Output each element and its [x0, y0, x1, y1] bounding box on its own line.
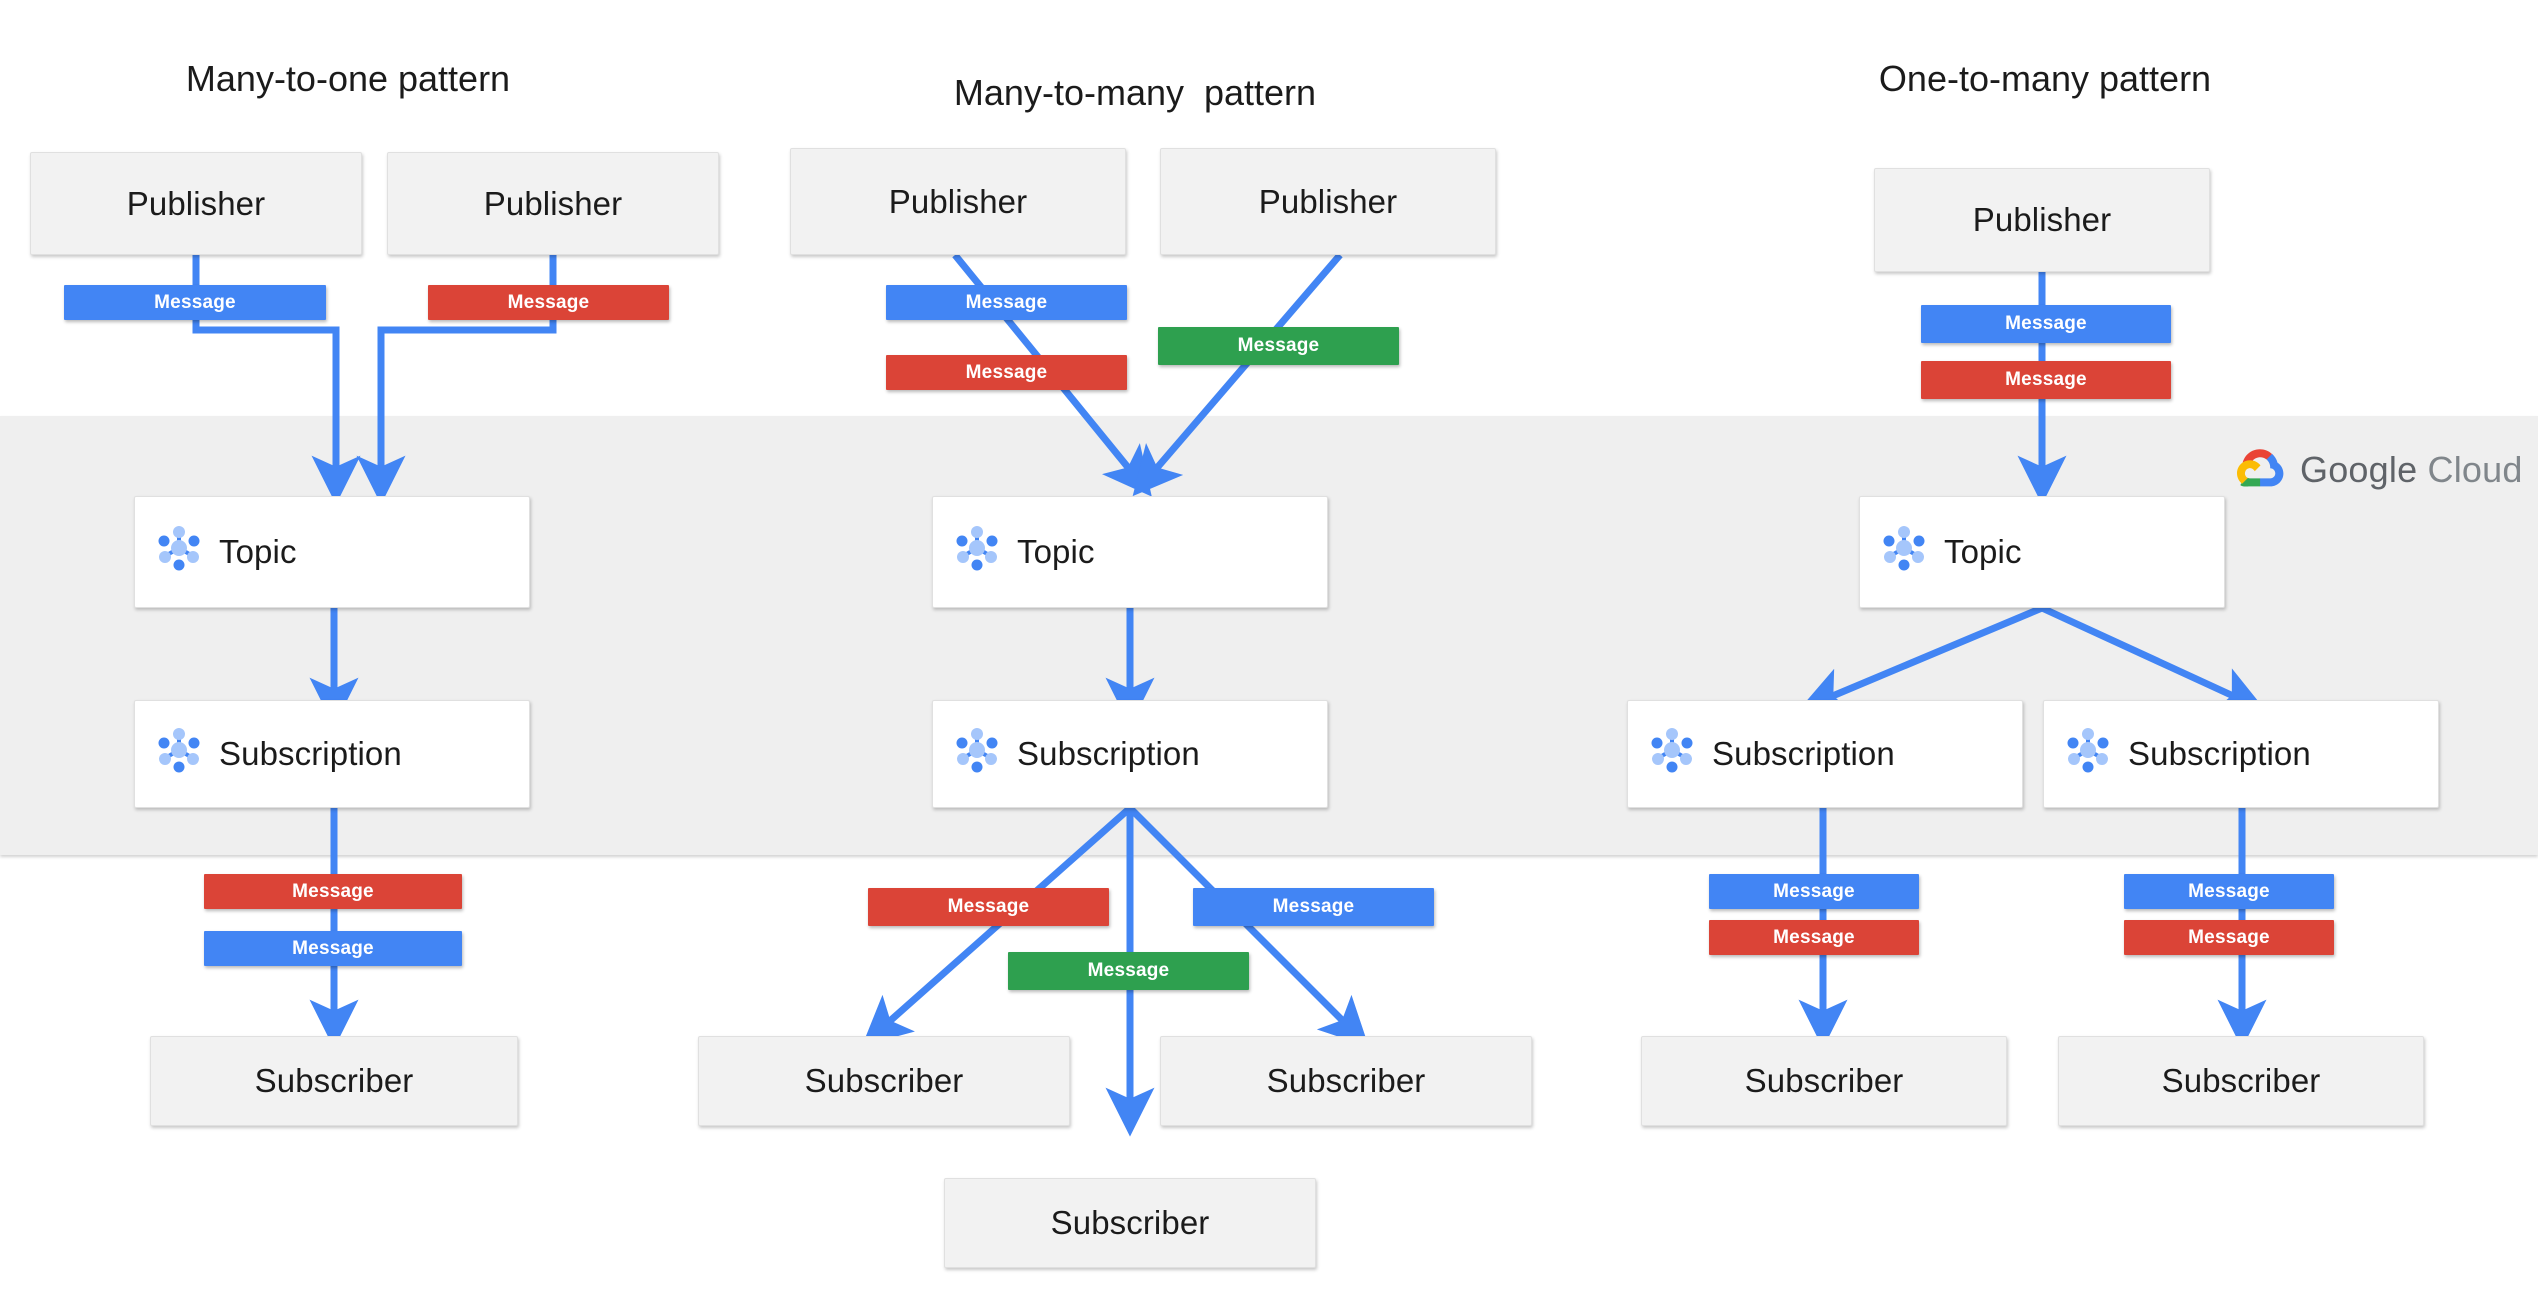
pubsub-icon — [2062, 724, 2114, 784]
message-chip: Message — [1158, 327, 1399, 365]
subscriber-box[interactable]: Subscriber — [150, 1036, 518, 1126]
subscriber-label: Subscriber — [1050, 1204, 1210, 1241]
pubsub-icon — [153, 522, 205, 582]
topic-label: Topic — [219, 533, 297, 570]
subscriber-box[interactable]: Subscriber — [2058, 1036, 2424, 1126]
subscription-box[interactable]: Subscription — [1627, 700, 2023, 808]
subscriber-label: Subscriber — [254, 1062, 414, 1099]
subscriber-label: Subscriber — [2161, 1062, 2321, 1099]
publisher-label: Publisher — [888, 182, 1028, 220]
message-label: Message — [2005, 313, 2087, 334]
message-chip: Message — [204, 931, 462, 966]
column-title-one-to-many: One-to-many pattern — [1878, 58, 2212, 99]
message-chip: Message — [1709, 920, 1919, 955]
topic-label: Topic — [1944, 533, 2022, 570]
message-label: Message — [507, 291, 590, 313]
subscription-box[interactable]: Subscription — [932, 700, 1328, 808]
message-label: Message — [292, 880, 374, 902]
publisher-box[interactable]: Publisher — [790, 148, 1126, 255]
google-cloud-mark-icon — [2236, 446, 2286, 493]
column-title-many-to-one: Many-to-one pattern — [185, 58, 511, 99]
subscription-label: Subscription — [219, 735, 402, 772]
message-chip: Message — [2124, 920, 2334, 955]
subscriber-label: Subscriber — [804, 1062, 964, 1099]
publisher-label: Publisher — [126, 184, 266, 222]
subscriber-label: Subscriber — [1266, 1062, 1426, 1099]
publisher-label: Publisher — [1258, 182, 1398, 220]
message-chip: Message — [428, 285, 669, 320]
publisher-box[interactable]: Publisher — [1160, 148, 1496, 255]
message-label: Message — [965, 361, 1048, 383]
message-chip: Message — [64, 285, 326, 320]
brand-cloud: Cloud — [2427, 448, 2523, 490]
message-chip: Message — [886, 355, 1127, 390]
message-chip: Message — [868, 888, 1109, 926]
subscriber-box[interactable]: Subscriber — [944, 1178, 1316, 1268]
message-label: Message — [2188, 926, 2270, 948]
message-chip: Message — [1193, 888, 1434, 926]
publisher-box[interactable]: Publisher — [1874, 168, 2210, 272]
message-label: Message — [947, 896, 1030, 917]
column-title-many-to-many: Many-to-many pattern — [953, 72, 1317, 113]
message-label: Message — [2005, 369, 2087, 390]
pubsub-icon — [153, 724, 205, 784]
message-label: Message — [154, 291, 236, 313]
message-chip: Message — [886, 285, 1127, 320]
topic-box[interactable]: Topic — [932, 496, 1328, 608]
topic-label: Topic — [1017, 533, 1095, 570]
subscriber-box[interactable]: Subscriber — [1160, 1036, 1532, 1126]
message-chip: Message — [1921, 361, 2171, 399]
subscription-label: Subscription — [1712, 735, 1895, 772]
pubsub-icon — [951, 724, 1003, 784]
publisher-box[interactable]: Publisher — [387, 152, 719, 255]
message-chip: Message — [1709, 874, 1919, 909]
subscription-label: Subscription — [2128, 735, 2311, 772]
subscription-box[interactable]: Subscription — [134, 700, 530, 808]
pubsub-icon — [951, 522, 1003, 582]
topic-box[interactable]: Topic — [134, 496, 530, 608]
subscription-label: Subscription — [1017, 735, 1200, 772]
message-label: Message — [1773, 880, 1855, 902]
message-label: Message — [292, 937, 374, 959]
message-chip: Message — [2124, 874, 2334, 909]
topic-box[interactable]: Topic — [1859, 496, 2225, 608]
message-label: Message — [1237, 335, 1320, 356]
subscriber-box[interactable]: Subscriber — [1641, 1036, 2007, 1126]
message-label: Message — [2188, 880, 2270, 902]
message-label: Message — [1272, 896, 1355, 917]
message-label: Message — [965, 291, 1048, 313]
publisher-box[interactable]: Publisher — [30, 152, 362, 255]
google-cloud-wordmark: Google Cloud — [2300, 449, 2523, 491]
publisher-label: Publisher — [1972, 201, 2112, 238]
message-label: Message — [1087, 960, 1170, 981]
subscription-box[interactable]: Subscription — [2043, 700, 2439, 808]
message-label: Message — [1773, 926, 1855, 948]
google-cloud-logo: Google Cloud — [2236, 446, 2523, 493]
message-chip: Message — [1921, 305, 2171, 343]
publisher-label: Publisher — [483, 184, 623, 222]
subscriber-box[interactable]: Subscriber — [698, 1036, 1070, 1126]
message-chip: Message — [204, 874, 462, 909]
pubsub-icon — [1646, 724, 1698, 784]
brand-google: Google — [2300, 448, 2418, 490]
pubsub-icon — [1878, 522, 1930, 582]
message-chip: Message — [1008, 952, 1249, 990]
subscriber-label: Subscriber — [1744, 1062, 1904, 1099]
